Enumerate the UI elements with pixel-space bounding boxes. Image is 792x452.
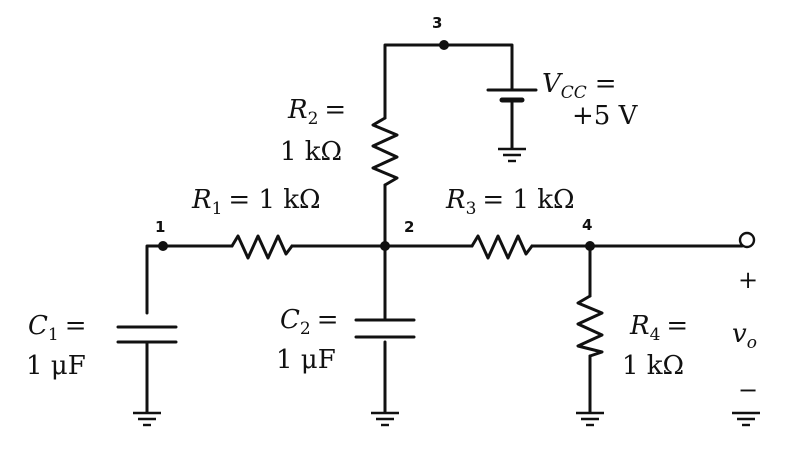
- r4-symbol: R: [629, 311, 650, 341]
- c1-symbol: C: [28, 311, 48, 341]
- r1-subscript: 1: [212, 199, 223, 219]
- r3-label: R3= 1 kΩ: [445, 185, 575, 219]
- r3-value: = 1 kΩ: [482, 185, 574, 215]
- r2-subscript: 2: [308, 109, 319, 129]
- resistor-r1: [230, 234, 294, 260]
- capacitor-c1: [116, 325, 178, 344]
- r4-subscript: 4: [650, 325, 661, 345]
- c2-equals: =: [317, 305, 339, 335]
- resistor-r4: [576, 294, 604, 358]
- output-vo-label: vo: [732, 319, 757, 353]
- vcc-symbol: V: [542, 69, 563, 99]
- r3-symbol: R: [445, 185, 466, 215]
- c2-subscript: 2: [300, 319, 311, 339]
- wire-c1-node1: [145, 244, 165, 315]
- junction-dot-node1: [158, 241, 168, 251]
- junction-dot-node3: [439, 40, 449, 50]
- battery-vcc: [486, 88, 538, 103]
- junction-dot-node2: [380, 241, 390, 251]
- r2-symbol: R: [287, 95, 308, 125]
- wire-r2-node3-vcc: [383, 43, 514, 120]
- ground-icon: [371, 411, 399, 427]
- resistor-r2: [371, 116, 399, 187]
- output-plus: +: [738, 266, 758, 294]
- vo-symbol: v: [732, 319, 747, 349]
- vcc-value: +5 V: [572, 101, 639, 131]
- node-label-4: 4: [582, 216, 592, 234]
- node-label-2: 2: [404, 218, 414, 236]
- r4-value: 1 kΩ: [622, 351, 684, 381]
- ground-icon: [133, 411, 161, 427]
- r4-label: R4=: [629, 311, 688, 345]
- r2-label: R2=: [287, 95, 346, 129]
- node-label-1: 1: [155, 218, 165, 236]
- ground-icon: [576, 411, 604, 427]
- c2-symbol: C: [280, 305, 300, 335]
- resistor-r3: [470, 234, 534, 260]
- ground-icon: [498, 147, 526, 163]
- node-label-3: 3: [432, 14, 442, 32]
- output-minus: −: [738, 376, 758, 404]
- vcc-label: VCC =: [542, 69, 617, 103]
- vo-subscript: o: [747, 333, 757, 353]
- r1-symbol: R: [191, 185, 212, 215]
- r2-value: 1 kΩ: [280, 137, 342, 167]
- output-terminal: [738, 231, 756, 249]
- r3-subscript: 3: [466, 199, 477, 219]
- c2-label: C2 =: [280, 305, 339, 339]
- c1-value: 1 μF: [26, 351, 86, 381]
- vcc-equals: =: [595, 69, 617, 99]
- junction-dot-node4: [585, 241, 595, 251]
- c1-subscript: 1: [48, 325, 59, 345]
- r1-value: = 1 kΩ: [228, 185, 320, 215]
- c1-equals: =: [65, 311, 87, 341]
- r4-equals: =: [666, 311, 688, 341]
- r1-label: R1= 1 kΩ: [191, 185, 321, 219]
- c2-value: 1 μF: [276, 345, 336, 375]
- vcc-subscript: CC: [561, 83, 587, 103]
- r2-equals: =: [324, 95, 346, 125]
- c1-label: C1 =: [28, 311, 87, 345]
- capacitor-c2: [354, 318, 416, 339]
- ground-icon: [732, 411, 760, 427]
